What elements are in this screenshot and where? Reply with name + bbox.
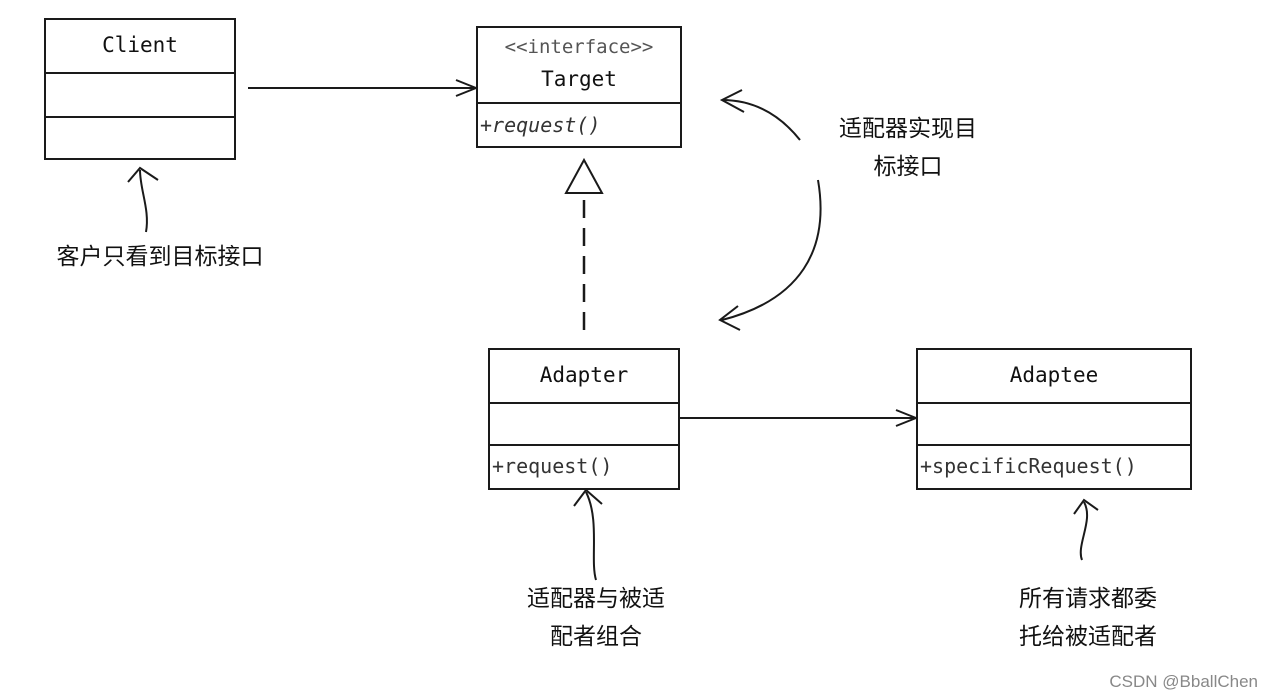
target-note: 适配器实现目 标接口 [808,110,1008,186]
adapter-note-line2: 配者组合 [550,624,642,650]
client-note-arrowhead-icon [127,166,159,183]
adapter-note-arrowhead-icon [573,488,603,507]
adaptee-note: 所有请求都委 托给被适配者 [988,580,1188,656]
target-stereotype: <<interface>> [504,36,654,58]
adaptee-note-line1: 所有请求都委 [1019,586,1157,612]
client-note: 客户只看到目标接口 [20,238,300,276]
target-note-pointer-up [721,99,801,141]
adapter-note-pointer [585,491,597,581]
adaptee-class: Adaptee +specificRequest() [916,348,1192,490]
realization-triangle-icon [564,157,604,194]
client-operations-section [46,118,234,158]
target-note-line2: 标接口 [873,154,943,180]
client-note-pointer [139,169,148,233]
target-note-arrowhead-up-icon [719,89,745,113]
target-class-name: Target [541,67,617,91]
target-note-pointer-down [721,179,822,321]
adaptee-note-line2: 托给被适配者 [1019,624,1157,650]
adapter-class-name: Adapter [490,350,678,404]
adapter-attributes-section [490,404,678,446]
adapter-class: Adapter +request() [488,348,680,490]
adapter-note: 适配器与被适 配者组合 [496,580,696,656]
adaptee-note-arrowhead-icon [1073,498,1099,515]
adapter-operation: +request() [492,454,613,478]
client-note-text: 客户只看到目标接口 [56,244,264,270]
adaptee-class-name: Adaptee [918,350,1190,404]
adapter-note-line1: 适配器与被适 [527,586,665,612]
adaptee-note-pointer [1079,501,1089,561]
adaptee-operation: +specificRequest() [920,454,1137,478]
target-operation: +request() [480,113,601,137]
client-class: Client [44,18,236,160]
target-note-arrowhead-down-icon [718,305,741,331]
client-attributes-section [46,74,234,118]
target-note-line1: 适配器实现目 [839,116,977,142]
watermark: CSDN @BballChen [1109,672,1258,691]
adaptee-attributes-section [918,404,1190,446]
target-header: <<interface>> Target [478,28,680,104]
client-class-name: Client [46,20,234,74]
target-interface: <<interface>> Target +request() [476,26,682,148]
